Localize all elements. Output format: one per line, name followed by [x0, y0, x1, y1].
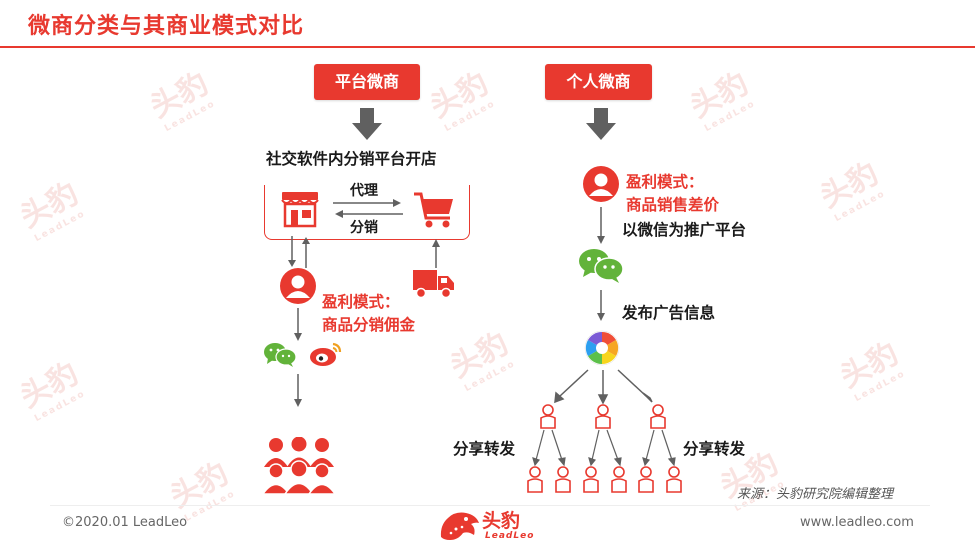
share-tree-diagram [527, 369, 682, 493]
arrow-left-icon [335, 210, 403, 218]
store-icon [281, 192, 319, 228]
down-arrow-icon [352, 108, 382, 140]
user-avatar-icon [583, 166, 619, 202]
wechat-moments-icon [584, 330, 620, 366]
footer-logo-cn: 头豹 [482, 510, 521, 532]
footer-copyright: ©2020.01 LeadLeo [62, 515, 188, 530]
wechat-icon [264, 343, 297, 367]
down-arrow-icon [586, 108, 616, 140]
category-platform-wechat-business: 平台微商 [314, 64, 420, 100]
page-title: 微商分类与其商业模式对比 [28, 14, 305, 39]
delivery-truck-icon [413, 270, 454, 299]
personal-profit-model-value: 商品销售差价 [626, 196, 720, 214]
platform-subtitle: 社交软件内分销平台开店 [266, 150, 437, 168]
category-personal-wechat-business: 个人微商 [545, 64, 652, 100]
connector-down-arrow [294, 374, 302, 407]
connector-arrows [288, 236, 310, 268]
title-divider [0, 46, 975, 48]
connector-up-arrow [432, 239, 440, 268]
platform-profit-model-label: 盈利模式： [322, 293, 400, 311]
distribution-box [264, 185, 470, 240]
connector-down-arrow [294, 308, 302, 341]
footer-logo-en: LeadLeo [485, 531, 535, 541]
publish-ads-label: 发布广告信息 [622, 304, 716, 322]
shopping-cart-icon [414, 192, 453, 228]
crowd-group-icon [261, 437, 337, 495]
distribute-label: 分销 [350, 220, 378, 236]
promotion-platform-label: 以微信为推广平台 [622, 221, 747, 239]
wechat-icon [579, 249, 624, 283]
leopard-logo-icon [440, 512, 479, 540]
share-forward-label-left: 分享转发 [453, 440, 516, 458]
agent-label: 代理 [350, 183, 378, 199]
user-avatar-icon [280, 268, 316, 304]
footer-url[interactable]: www.leadleo.com [800, 515, 914, 530]
connector-down-arrow [597, 290, 605, 321]
connector-down-arrow [597, 207, 605, 244]
platform-profit-model-value: 商品分销佣金 [322, 316, 416, 334]
share-forward-label-right: 分享转发 [683, 440, 746, 458]
weibo-icon [310, 342, 342, 366]
footer-divider [50, 505, 930, 506]
footer-logo: 头豹 LeadLeo [438, 505, 538, 545]
personal-profit-model-label: 盈利模式： [626, 173, 704, 191]
arrow-right-icon [333, 199, 401, 207]
source-note: 来源：头豹研究院编辑整理 [737, 487, 894, 502]
